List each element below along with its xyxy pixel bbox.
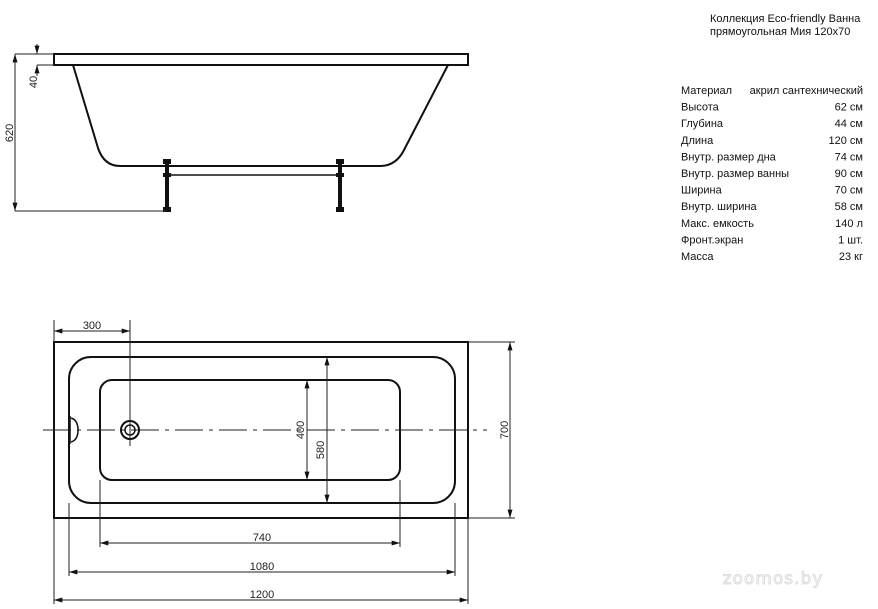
spec-value: 58 см <box>835 201 863 213</box>
spec-value: 23 кг <box>839 251 863 263</box>
spec-value: 1 шт. <box>838 234 863 246</box>
inner-width-label: 580 <box>315 441 327 459</box>
side-view: 40 620 <box>4 44 469 212</box>
overflow-icon <box>69 416 79 444</box>
spec-value: 70 см <box>835 185 863 197</box>
spec-label: Высота <box>681 102 720 114</box>
spec-row: Ширина 70 см <box>681 185 863 197</box>
spec-row: Фронт.экран 1 шт. <box>681 234 863 246</box>
top-view: 300 700 580 400 740 1080 1200 <box>43 320 515 604</box>
spec-row: Материал акрил сантехнический <box>681 85 863 97</box>
bottom-length-label: 740 <box>253 532 271 544</box>
spec-value: 44 см <box>835 118 863 130</box>
spec-row: Внутр. размер дна 74 см <box>681 151 863 163</box>
spec-label: Внутр. размер ванны <box>681 168 789 180</box>
spec-row: Макс. емкость 140 л <box>681 218 863 230</box>
rim-height-label: 40 <box>28 76 40 88</box>
spec-value: 140 л <box>835 218 863 230</box>
spec-label: Макс. емкость <box>681 218 754 230</box>
title-line-1: Коллекция Eco-friendly Ванна <box>710 13 861 25</box>
spec-label: Внутр. ширина <box>681 201 757 213</box>
spec-value: 74 см <box>835 151 863 163</box>
spec-label: Фронт.экран <box>681 234 743 246</box>
spec-value: 120 см <box>829 135 863 147</box>
title-line-2: прямоугольная Мия 120x70 <box>710 26 850 38</box>
bottom-width-label: 400 <box>295 421 307 439</box>
total-height-label: 620 <box>4 124 16 142</box>
spec-label: Глубина <box>681 118 724 130</box>
drain-offset-label: 300 <box>83 320 101 332</box>
bath-rim <box>53 53 469 66</box>
spec-row: Глубина 44 см <box>681 118 863 130</box>
bath-body <box>72 64 449 167</box>
spec-label: Длина <box>681 135 714 147</box>
spec-value: 90 см <box>835 168 863 180</box>
length-label: 1200 <box>250 589 274 601</box>
inner-length-label: 1080 <box>250 561 274 573</box>
spec-label: Ширина <box>681 185 723 197</box>
spec-row: Длина 120 см <box>681 135 863 147</box>
spec-label: Масса <box>681 251 714 263</box>
spec-value: 62 см <box>835 102 863 114</box>
spec-label: Материал <box>681 85 732 97</box>
spec-value: акрил сантехнический <box>750 85 863 97</box>
watermark: zoomos.by <box>723 569 824 589</box>
spec-label: Внутр. размер дна <box>681 151 777 163</box>
spec-row: Внутр. ширина 58 см <box>681 201 863 213</box>
spec-row: Внутр. размер ванны 90 см <box>681 168 863 180</box>
width-label: 700 <box>499 421 511 439</box>
spec-row: Высота 62 см <box>681 102 863 114</box>
spec-row: Масса 23 кг <box>681 251 863 263</box>
